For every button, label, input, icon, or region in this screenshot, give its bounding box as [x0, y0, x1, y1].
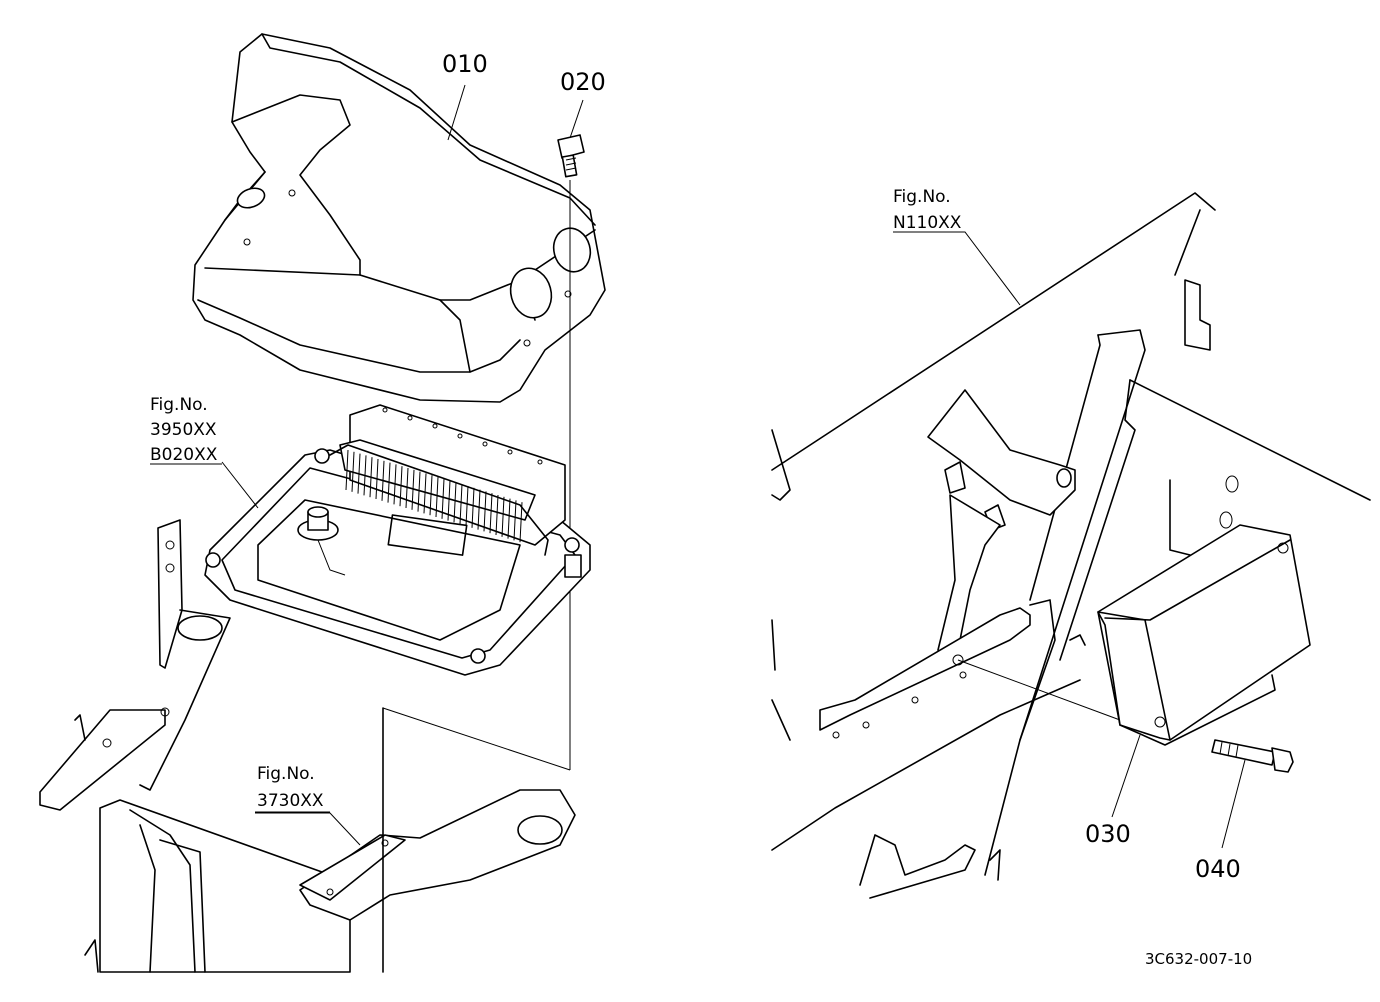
ecu-cover-part	[192, 33, 606, 403]
screw-part	[557, 134, 585, 178]
bolt-part	[1211, 739, 1294, 773]
callout-030: 030	[1085, 820, 1131, 848]
fig-label-cover-frame: Fig.No.	[150, 395, 208, 415]
fig-number-n110xx: N110XX	[893, 213, 962, 233]
lower-frame-bracket	[84, 707, 576, 973]
left-strap-bracket	[39, 519, 231, 811]
fig-label-lower-bracket: Fig.No.	[257, 764, 315, 784]
callout-010: 010	[442, 50, 488, 78]
fig-number-b020xx: B020XX	[150, 445, 218, 465]
fig-label-right-panel: Fig.No.	[893, 187, 951, 207]
drawing-number: 3C632-007-10	[1145, 950, 1252, 968]
fig-number-3730xx: 3730XX	[257, 791, 324, 811]
controller-box-part	[1097, 524, 1311, 746]
fig-number-3950xx: 3950XX	[150, 420, 217, 440]
connector-grille	[345, 449, 523, 543]
ecu-controller-unit	[204, 404, 591, 676]
ecu-mounting-bracket	[819, 389, 1121, 739]
callout-040: 040	[1195, 855, 1241, 883]
callout-020: 020	[560, 68, 606, 96]
side-panel-frame	[771, 192, 1371, 899]
